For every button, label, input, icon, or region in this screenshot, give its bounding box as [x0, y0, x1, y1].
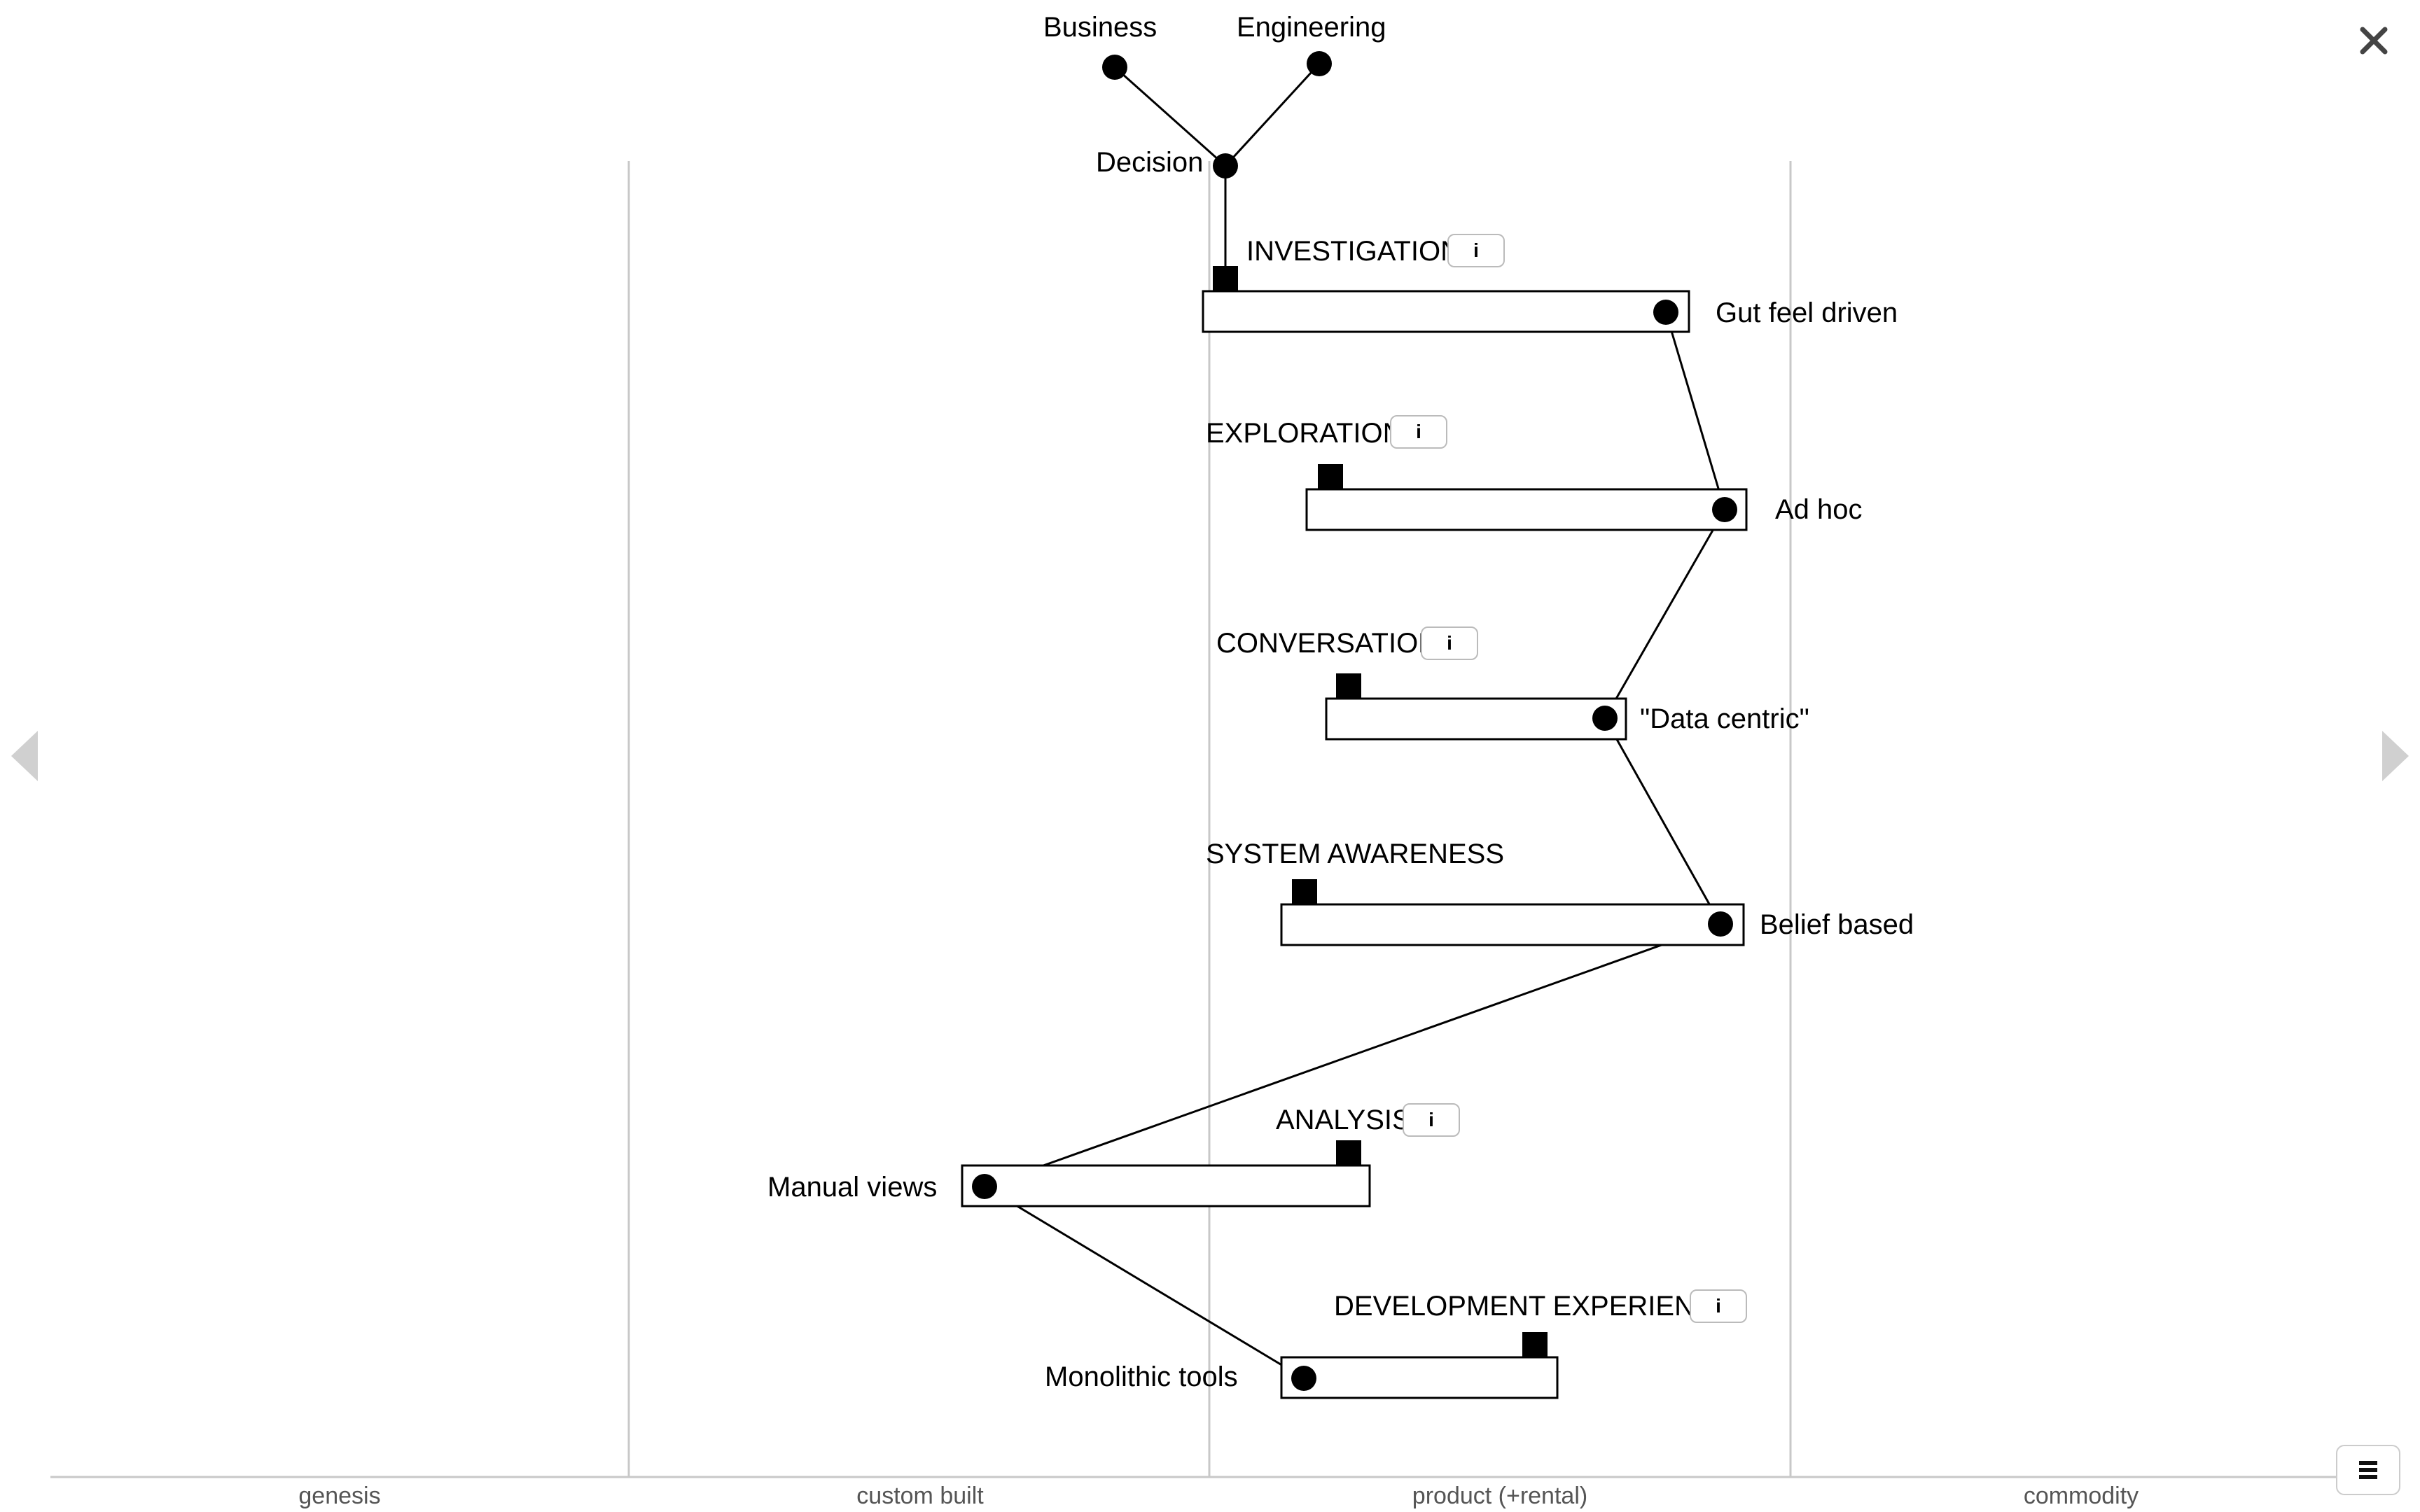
link-belief-manual: [984, 923, 1721, 1188]
stage-analysis: ANALYSIS i Manual views: [767, 1103, 1460, 1208]
axis-label-commodity: commodity: [2024, 1483, 2139, 1509]
stage-range-bar[interactable]: [1202, 290, 1690, 333]
info-icon[interactable]: i: [1403, 1103, 1460, 1137]
stage-marker: [1336, 673, 1361, 699]
stage-title: DEVELOPMENT EXPERIENCE: [1334, 1291, 1734, 1322]
stage-marker: [1336, 1140, 1361, 1166]
stage-position-node[interactable]: [1592, 706, 1618, 731]
close-button[interactable]: [2353, 20, 2395, 62]
menu-button[interactable]: [2336, 1445, 2400, 1495]
stage-position-node[interactable]: [1653, 300, 1678, 325]
stage-title: ANALYSIS: [1276, 1105, 1411, 1135]
stage-position-node[interactable]: [1708, 911, 1733, 937]
stage-value-label: "Data centric": [1640, 704, 1809, 734]
stage-range-bar[interactable]: [961, 1164, 1371, 1208]
stage-investigation: INVESTIGATION i Gut feel driven: [1202, 234, 1898, 333]
stage-title: EXPLORATION: [1206, 418, 1403, 449]
info-glyph: i: [1428, 1109, 1434, 1130]
link-manual-monolithic: [984, 1185, 1305, 1380]
info-icon[interactable]: i: [1690, 1289, 1747, 1323]
connectors: [984, 62, 1726, 1380]
stage-range-bar[interactable]: [1280, 903, 1745, 946]
info-icon[interactable]: i: [1421, 626, 1478, 660]
business-label: Business: [1043, 12, 1157, 43]
link-business-decision: [1114, 66, 1226, 167]
stage-system-awareness: SYSTEM AWARENESS Belief based: [1206, 839, 1914, 946]
stage-value-label: Ad hoc: [1775, 494, 1863, 525]
stage-value-label: Monolithic tools: [1045, 1362, 1238, 1392]
axis-label-product: product (+rental): [1412, 1483, 1587, 1509]
chevron-right-icon: [2382, 731, 2409, 781]
stage-marker: [1522, 1332, 1548, 1357]
stage-range-bar[interactable]: [1325, 697, 1627, 741]
stage-range-bar[interactable]: [1305, 488, 1748, 531]
info-icon[interactable]: i: [1390, 415, 1447, 449]
close-icon: [2360, 27, 2388, 55]
stage-value-label: Manual views: [767, 1172, 937, 1203]
axis-label-genesis: genesis: [298, 1483, 380, 1509]
stage-range-bar[interactable]: [1280, 1356, 1559, 1399]
business-node[interactable]: [1102, 55, 1127, 80]
link-adhoc-datacentric: [1604, 509, 1726, 719]
engineering-node[interactable]: [1307, 51, 1332, 76]
info-glyph: i: [1416, 421, 1421, 442]
stage-title: CONVERSATION: [1216, 628, 1438, 659]
stage-title: SYSTEM AWARENESS: [1206, 839, 1504, 869]
stage-development-experience: DEVELOPMENT EXPERIENCE i Monolithic tool…: [1045, 1289, 1747, 1399]
engineering-label: Engineering: [1237, 12, 1386, 43]
decision-label: Decision: [1096, 147, 1203, 178]
axis-labels: genesis custom built product (+rental) c…: [298, 1483, 2139, 1509]
stage-value-label: Belief based: [1760, 909, 1914, 940]
stage-exploration: EXPLORATION i Ad hoc: [1206, 415, 1863, 531]
decision-node[interactable]: [1213, 153, 1238, 178]
stage-marker: [1318, 464, 1343, 489]
link-engineering-decision: [1224, 62, 1321, 167]
next-button[interactable]: [2378, 728, 2413, 784]
info-icon[interactable]: i: [1447, 234, 1505, 267]
stage-position-node[interactable]: [1712, 497, 1737, 522]
stage-conversation: CONVERSATION i "Data centric": [1216, 626, 1809, 741]
link-gut-adhoc: [1664, 312, 1726, 510]
link-datacentric-belief: [1604, 718, 1722, 925]
info-glyph: i: [1447, 632, 1452, 654]
stage-position-node[interactable]: [972, 1174, 997, 1199]
stage-title: INVESTIGATION: [1246, 236, 1461, 267]
axis-label-custom-built: custom built: [856, 1483, 984, 1509]
stage-position-node[interactable]: [1291, 1366, 1316, 1391]
stage-value-label: Gut feel driven: [1716, 298, 1898, 328]
info-glyph: i: [1473, 239, 1479, 261]
chevron-left-icon: [11, 731, 38, 781]
previous-button[interactable]: [7, 728, 42, 784]
info-glyph: i: [1716, 1295, 1721, 1317]
stage-marker: [1292, 879, 1317, 904]
stage-marker: [1213, 266, 1238, 291]
evolution-grid: [627, 161, 1792, 1477]
menu-icon: [2359, 1461, 2377, 1479]
